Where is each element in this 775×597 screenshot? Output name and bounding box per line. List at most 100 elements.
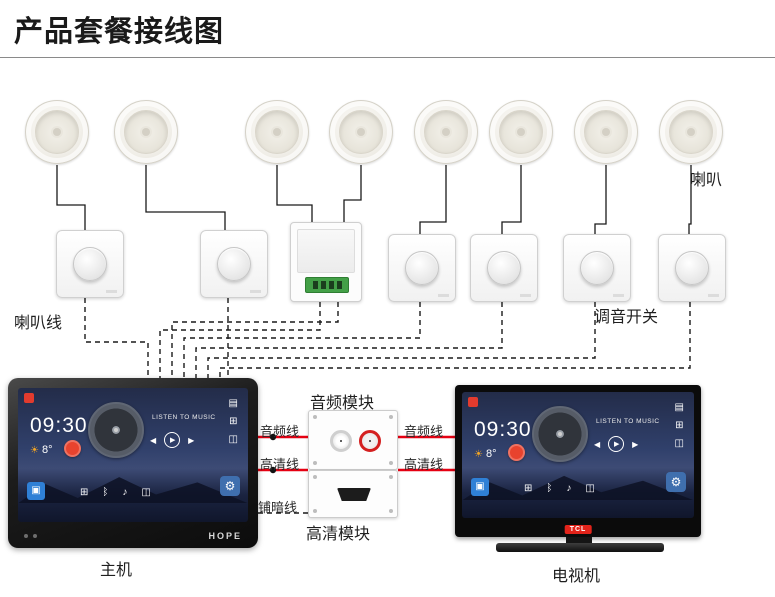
tv: 09:30 ☀ 8° LISTEN TO MUSIC ◀ ▶ ▶ ▤ ⊞ ◫ ⚙… xyxy=(455,385,701,537)
speaker-wires xyxy=(56,165,692,234)
tv-screen: 09:30 ☀ 8° LISTEN TO MUSIC ◀ ▶ ▶ ▤ ⊞ ◫ ⚙… xyxy=(462,392,694,518)
tv-stand-neck xyxy=(566,537,592,544)
ceiling-speaker-5 xyxy=(414,100,478,164)
notification-badge xyxy=(24,393,34,403)
screw xyxy=(389,461,393,465)
settings-tile: ⚙ xyxy=(666,472,686,492)
sidebar-icons: ▤ ⊞ ◫ xyxy=(675,402,684,449)
previous-icon: ◀ xyxy=(150,435,157,445)
volume-switch-5 xyxy=(563,234,631,302)
title-divider xyxy=(0,57,775,58)
main-unit-screen: 09:30 ☀ 8° LISTEN TO MUSIC ◀ ▶ ▶ ▤ ⊞ ◫ ⚙… xyxy=(18,388,248,522)
main-unit: 09:30 ☀ 8° LISTEN TO MUSIC ◀ ▶ ▶ ▤ ⊞ ◫ ⚙… xyxy=(8,378,258,548)
play-icon: ▶ xyxy=(608,436,625,452)
apps-icon: ◫ xyxy=(141,487,151,498)
next-icon: ▶ xyxy=(188,435,195,445)
rca-jack-white xyxy=(330,430,352,452)
screw xyxy=(313,461,317,465)
album-art xyxy=(88,402,144,458)
volume-switches-label: 调音开关 xyxy=(594,309,659,326)
sidebar-icons: ▤ ⊞ ◫ xyxy=(229,398,238,445)
sun-icon: ☀ xyxy=(474,448,483,460)
screw xyxy=(313,509,317,513)
volume-knob xyxy=(405,251,439,285)
volume-knob xyxy=(73,247,107,281)
screw xyxy=(389,509,393,513)
volume-switch-4 xyxy=(470,234,538,302)
volume-switch-6 xyxy=(658,234,726,302)
volume-knob xyxy=(217,247,251,281)
speakers-label: 喇叭 xyxy=(690,172,723,189)
concealed-wires xyxy=(84,298,691,514)
audio-module xyxy=(308,410,398,470)
grid-icon: ⊞ xyxy=(524,483,533,494)
gear-icon: ⚙ xyxy=(224,479,236,493)
now-playing-text: LISTEN TO MUSIC xyxy=(596,418,660,425)
av-cables xyxy=(258,433,455,474)
main-unit-label: 主机 xyxy=(100,562,133,579)
apps-icon: ◫ xyxy=(674,438,684,449)
wiring-module xyxy=(290,222,362,302)
screw xyxy=(313,475,317,479)
screw xyxy=(389,415,393,419)
settings-tile: ⚙ xyxy=(220,476,240,496)
hd-module xyxy=(308,470,398,518)
next-icon: ▶ xyxy=(632,439,639,449)
hdmi-port xyxy=(337,488,371,501)
folder-icon: ▣ xyxy=(31,485,41,496)
module-cover xyxy=(297,229,355,273)
main-unit-brand-logo: HOPE xyxy=(208,531,242,541)
ceiling-speaker-6 xyxy=(489,100,553,164)
grid-icon: ⊞ xyxy=(229,416,238,427)
sun-icon: ☀ xyxy=(30,444,39,456)
music-icon: ♪ xyxy=(566,483,572,494)
previous-icon: ◀ xyxy=(594,439,601,449)
playback-controls: ◀ ▶ ▶ xyxy=(150,432,194,448)
tv-stand-base xyxy=(496,543,664,552)
audio-module-label: 音频模块 xyxy=(310,395,375,412)
folder-tile: ▣ xyxy=(27,482,45,500)
clock-text: 09:30 xyxy=(30,414,88,437)
audio-cable-left-label: 音频线 xyxy=(260,424,300,439)
page-title: 产品套餐接线图 xyxy=(14,16,225,48)
notification-badge xyxy=(468,397,478,407)
screw xyxy=(389,475,393,479)
folder-icon: ▣ xyxy=(475,481,485,492)
ceiling-speaker-8 xyxy=(659,100,723,164)
clock-text: 09:30 xyxy=(474,418,532,441)
bottom-icon-row: ⊞ ᛒ ♪ ◫ xyxy=(524,483,595,494)
apps-icon: ◫ xyxy=(585,483,595,494)
concealed-wire-label: 铺暗线 xyxy=(258,500,298,515)
hd-cable-right-label: 高清线 xyxy=(404,457,444,472)
volume-knob xyxy=(487,251,521,285)
volume-knob xyxy=(580,251,614,285)
volume-switch-2 xyxy=(200,230,268,298)
ceiling-speaker-3 xyxy=(245,100,309,164)
play-icon: ▶ xyxy=(164,432,181,448)
audio-cable-right-label: 音频线 xyxy=(404,424,444,439)
record-button-icon xyxy=(64,440,81,457)
list-icon: ▤ xyxy=(228,398,238,409)
ceiling-speaker-2 xyxy=(114,100,178,164)
temperature-text: 8° xyxy=(485,448,497,460)
ceiling-speaker-1 xyxy=(25,100,89,164)
temperature-text: 8° xyxy=(41,444,53,456)
bezel-dots xyxy=(24,534,28,538)
screw xyxy=(313,415,317,419)
bluetooth-icon: ᛒ xyxy=(102,487,109,498)
speaker-wire-label: 喇叭线 xyxy=(14,315,63,332)
rca-jack-red xyxy=(359,430,381,452)
grid-icon: ⊞ xyxy=(80,487,89,498)
volume-switch-3 xyxy=(388,234,456,302)
music-icon: ♪ xyxy=(122,487,128,498)
record-button-icon xyxy=(508,444,525,461)
album-art xyxy=(532,406,588,462)
volume-knob xyxy=(675,251,709,285)
playback-controls: ◀ ▶ ▶ xyxy=(594,436,638,452)
gear-icon: ⚙ xyxy=(670,475,682,489)
bluetooth-icon: ᛒ xyxy=(546,483,553,494)
weather-widget: ☀ 8° xyxy=(30,444,53,456)
weather-widget: ☀ 8° xyxy=(474,448,497,460)
ceiling-speaker-4 xyxy=(329,100,393,164)
